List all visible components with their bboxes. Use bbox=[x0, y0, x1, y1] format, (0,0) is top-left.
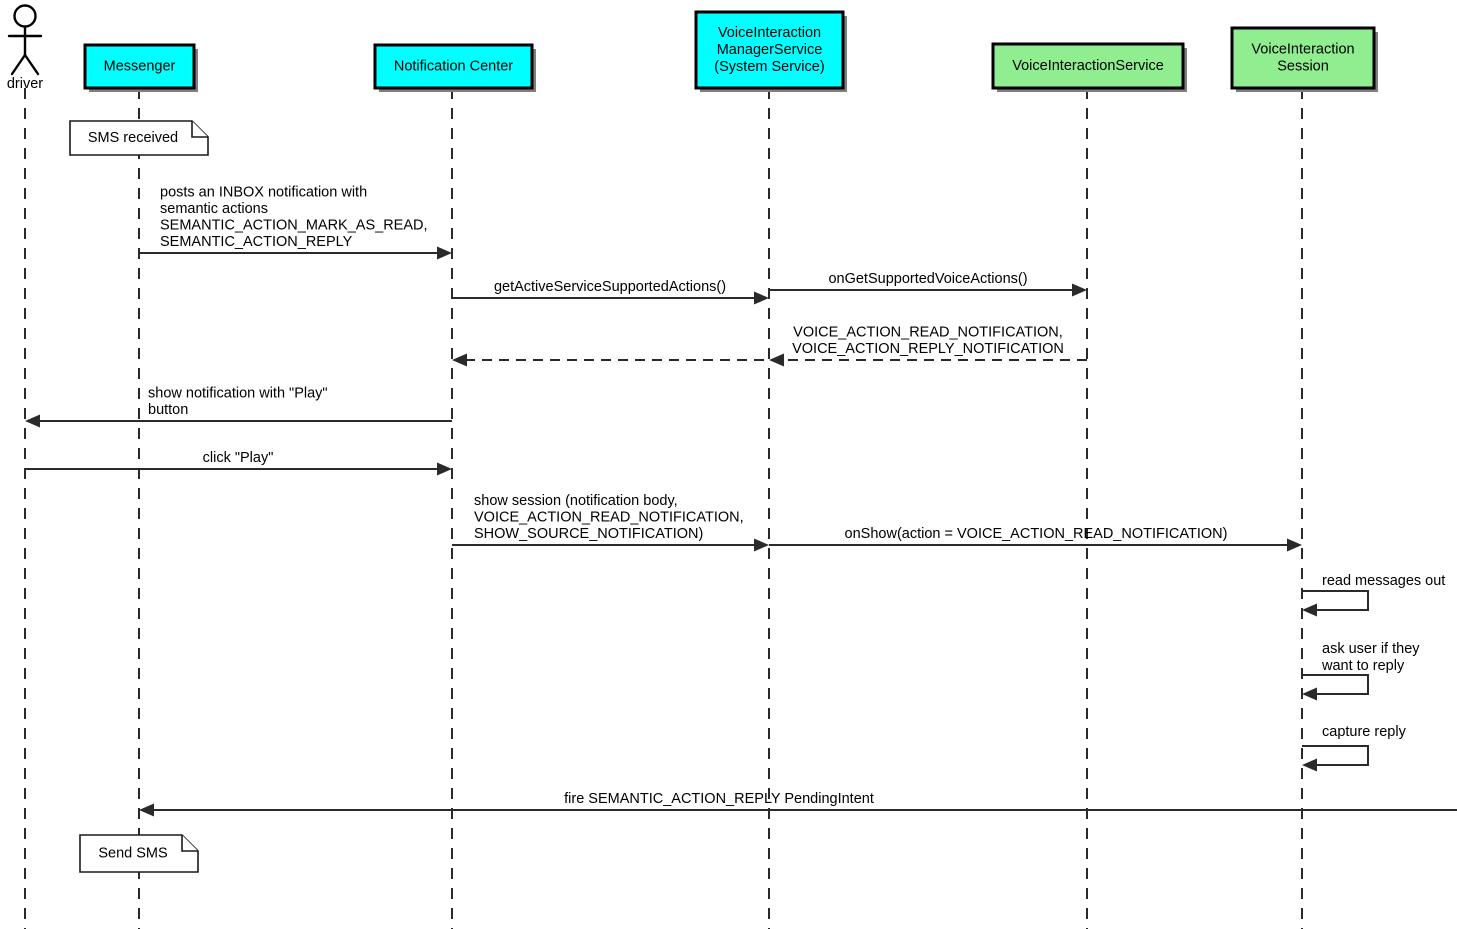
message-label: onShow(action = VOICE_ACTION_READ_NOTIFI… bbox=[845, 526, 1228, 542]
arrowhead-icon bbox=[1302, 758, 1317, 772]
message-label: VOICE_ACTION_REPLY_NOTIFICATION bbox=[792, 341, 1064, 357]
arrowhead-icon bbox=[754, 291, 769, 305]
msg-on-show[interactable]: onShow(action = VOICE_ACTION_READ_NOTIFI… bbox=[769, 526, 1302, 552]
message-label: VOICE_ACTION_READ_NOTIFICATION, bbox=[474, 510, 744, 526]
arrowhead-icon bbox=[437, 246, 452, 260]
note-fold-corner bbox=[181, 835, 198, 852]
msg-on-get-supported-voice-actions[interactable]: onGetSupportedVoiceActions() bbox=[769, 271, 1087, 297]
msg-return-voice-actions[interactable]: VOICE_ACTION_READ_NOTIFICATION,VOICE_ACT… bbox=[452, 325, 1087, 367]
message-label: click "Play" bbox=[203, 450, 274, 466]
participant-label: VoiceInteraction bbox=[718, 25, 821, 41]
note-fold-corner bbox=[191, 121, 208, 138]
participant-box bbox=[991, 42, 1185, 90]
self-read-messages-out[interactable]: read messages out bbox=[1302, 573, 1445, 617]
note-body bbox=[79, 834, 199, 873]
message-label: onGetSupportedVoiceActions() bbox=[828, 271, 1027, 287]
actor-leg-left-icon bbox=[10, 53, 27, 76]
participant-label: (System Service) bbox=[714, 59, 824, 75]
note-text: Send SMS bbox=[98, 845, 167, 861]
message-label: fire SEMANTIC_ACTION_REPLY PendingIntent bbox=[564, 791, 874, 807]
message-label: semantic actions bbox=[160, 201, 268, 217]
arrowhead-icon bbox=[452, 353, 467, 367]
arrowhead-icon bbox=[769, 353, 784, 367]
note-body bbox=[69, 120, 209, 156]
self-message-line bbox=[1302, 745, 1369, 766]
message-label: SHOW_SOURCE_NOTIFICATION) bbox=[474, 526, 703, 542]
participant-label: Notification Center bbox=[394, 58, 513, 74]
participant-box bbox=[694, 10, 845, 90]
participant-box bbox=[373, 43, 534, 90]
message-label: getActiveServiceSupportedActions() bbox=[494, 279, 726, 295]
participant-notification-center[interactable]: Notification Center bbox=[373, 43, 536, 92]
participants-layer: Messenger Notification Center VoiceInterac… bbox=[83, 10, 1378, 92]
message-label: show notification with "Play" bbox=[148, 386, 328, 402]
note-sms-received: SMS received bbox=[69, 120, 209, 156]
msg-show-session[interactable]: show session (notification body,VOICE_AC… bbox=[452, 493, 769, 552]
msg-posts-inbox-notification[interactable]: posts an INBOX notification withsemantic… bbox=[139, 185, 452, 260]
self-capture-reply[interactable]: capture reply bbox=[1302, 724, 1407, 772]
note-text: SMS received bbox=[88, 130, 178, 146]
participant-voice-interaction-service[interactable]: VoiceInteractionService bbox=[991, 42, 1187, 92]
self-message-line bbox=[1302, 674, 1369, 695]
msg-show-notification-with-play[interactable]: show notification with "Play"button bbox=[25, 386, 452, 428]
actor-driver[interactable]: driver bbox=[7, 4, 43, 93]
msg-fire-semantic-action-reply[interactable]: fire SEMANTIC_ACTION_REPLY PendingIntent bbox=[139, 791, 1457, 817]
arrowhead-icon bbox=[1302, 687, 1317, 701]
actor-leg-right-icon bbox=[23, 53, 40, 76]
participant-label: ManagerService bbox=[717, 42, 823, 58]
message-label: posts an INBOX notification with bbox=[160, 185, 367, 201]
participant-label: VoiceInteraction bbox=[1251, 41, 1354, 57]
self-message-label: want to reply bbox=[1321, 658, 1405, 674]
note-send-sms: Send SMS bbox=[79, 834, 199, 873]
message-label: button bbox=[148, 402, 188, 418]
self-message-label: ask user if they bbox=[1322, 641, 1420, 657]
messages-layer: posts an INBOX notification withsemantic… bbox=[25, 185, 1457, 817]
actor-label: driver bbox=[7, 76, 43, 92]
participant-label: Messenger bbox=[104, 58, 176, 74]
message-label: SEMANTIC_ACTION_MARK_AS_READ, bbox=[160, 218, 428, 234]
arrowhead-icon bbox=[139, 803, 154, 817]
message-label: SEMANTIC_ACTION_REPLY bbox=[160, 234, 353, 250]
msg-click-play[interactable]: click "Play" bbox=[25, 450, 452, 476]
actor-head-icon bbox=[13, 4, 37, 28]
participant-label: Session bbox=[1277, 58, 1329, 74]
message-label: VOICE_ACTION_READ_NOTIFICATION, bbox=[793, 325, 1063, 341]
actor-layer: driver bbox=[7, 4, 43, 93]
arrowhead-icon bbox=[1287, 538, 1302, 552]
participant-box bbox=[83, 43, 196, 90]
arrowhead-icon bbox=[25, 414, 40, 428]
participant-messenger[interactable]: Messenger bbox=[83, 43, 198, 92]
participant-box bbox=[1230, 26, 1376, 90]
lifelines-layer bbox=[24, 88, 1303, 929]
self-message-label: capture reply bbox=[1322, 724, 1407, 740]
arrowhead-icon bbox=[754, 538, 769, 552]
arrowhead-icon bbox=[1072, 283, 1087, 297]
message-label: show session (notification body, bbox=[474, 493, 678, 509]
arrowhead-icon bbox=[1302, 603, 1317, 617]
arrowhead-icon bbox=[437, 462, 452, 476]
participant-label: VoiceInteractionService bbox=[1012, 58, 1164, 74]
self-message-label: read messages out bbox=[1322, 573, 1445, 589]
self-message-line bbox=[1302, 590, 1369, 611]
msg-get-active-service-supported-actions[interactable]: getActiveServiceSupportedActions() bbox=[452, 279, 769, 305]
